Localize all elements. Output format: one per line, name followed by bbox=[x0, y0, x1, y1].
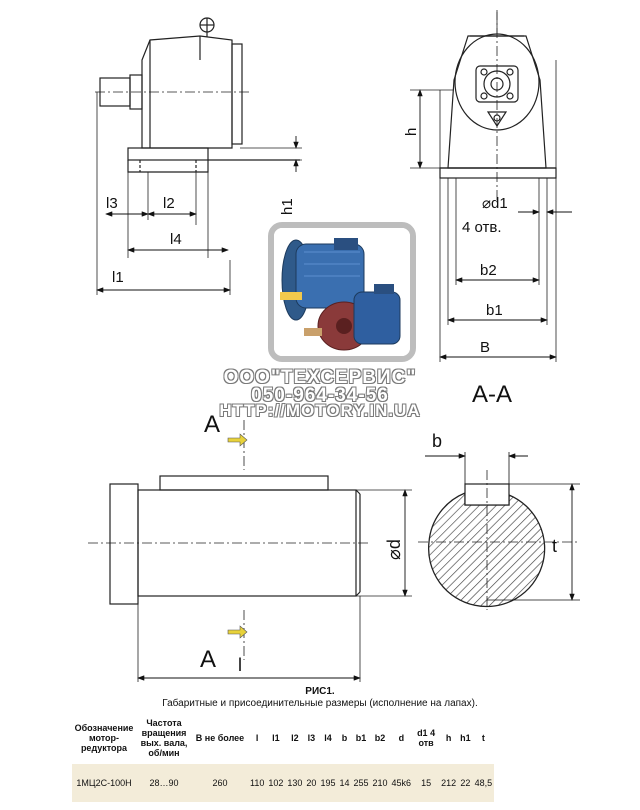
col-header-speed: Частота вращения вых. вала, об/мин bbox=[140, 718, 188, 758]
table-cell: 212 bbox=[439, 764, 459, 802]
col-header-l4: l4 bbox=[324, 733, 332, 743]
col-header-l2: l2 bbox=[291, 733, 299, 743]
col-header-l: l bbox=[255, 733, 259, 743]
section-arrow-bottom bbox=[227, 625, 248, 639]
figure-caption: Габаритные и присоединительные размеры (… bbox=[162, 698, 478, 709]
end-dimension-lines bbox=[417, 89, 572, 360]
table-cell: 255 bbox=[351, 764, 371, 802]
table-cell: 28…90 bbox=[136, 764, 192, 802]
section-label-AA: A-A bbox=[472, 381, 512, 408]
side-view bbox=[95, 17, 302, 295]
dim-label-h: h bbox=[403, 128, 420, 136]
shaft-dimension-lines bbox=[137, 489, 408, 681]
technical-drawing: l3 l2 l4 l1 h1 bbox=[88, 10, 580, 682]
col-header-t: t bbox=[481, 733, 485, 743]
col-header-d1: d1 4 отв bbox=[417, 728, 436, 748]
dim-label-l3: l3 bbox=[106, 195, 118, 212]
dim-label-holes: 4 отв. bbox=[462, 219, 502, 236]
dim-label-B: B bbox=[480, 339, 490, 356]
dim-label-t: t bbox=[552, 536, 557, 556]
table-cell: 48,5 bbox=[472, 764, 495, 802]
figure-number: РИС1. bbox=[305, 686, 335, 697]
col-header-designation: Обозначение мотор-редуктора bbox=[74, 723, 134, 753]
table-cell: 45k6 bbox=[389, 764, 414, 802]
table-cell: 22 bbox=[458, 764, 473, 802]
col-header-l3: l3 bbox=[307, 733, 316, 743]
dimensions-table: Обозначение мотор-редуктора Частота вращ… bbox=[72, 712, 495, 802]
watermark-url: HTTP://MOTORY.IN.UA bbox=[219, 401, 421, 420]
table-cell: 210 bbox=[370, 764, 390, 802]
dim-label-b: b bbox=[432, 431, 442, 451]
shaft-section bbox=[418, 452, 580, 610]
table-cell: 15 bbox=[413, 764, 440, 802]
end-view bbox=[410, 10, 557, 362]
table-cell: 110 bbox=[248, 764, 267, 802]
side-dimension-lines bbox=[96, 136, 299, 293]
table-cell: 14 bbox=[337, 764, 352, 802]
col-header-h1: h1 bbox=[460, 733, 471, 743]
section-mark-A-top: A bbox=[204, 411, 220, 438]
section-dimension-lines bbox=[425, 453, 575, 601]
col-header-b: b bbox=[341, 733, 348, 743]
table-cell: 260 bbox=[192, 764, 248, 802]
table-cell: 102 bbox=[266, 764, 286, 802]
dim-label-b2: b2 bbox=[480, 262, 497, 279]
col-header-h: h bbox=[445, 733, 452, 743]
dim-label-d1: ⌀d1 bbox=[482, 195, 508, 212]
dim-label-l1: l1 bbox=[112, 269, 124, 286]
dim-label-l2: l2 bbox=[163, 195, 175, 212]
dim-label-l4: l4 bbox=[170, 231, 182, 248]
col-header-b1: b1 bbox=[355, 733, 367, 743]
table-cell: 1МЦ2С-100Н bbox=[72, 764, 136, 802]
section-arrow-top bbox=[227, 433, 248, 447]
table-cell: 20 bbox=[304, 764, 319, 802]
col-header-d: d bbox=[398, 733, 405, 743]
table-cell: 195 bbox=[318, 764, 338, 802]
shaft-view bbox=[88, 420, 412, 682]
dim-label-l: l bbox=[238, 655, 242, 675]
dim-label-d: ⌀d bbox=[384, 539, 404, 560]
col-header-B: B не более bbox=[195, 733, 245, 743]
col-header-b2: b2 bbox=[374, 733, 386, 743]
col-header-l1: l1 bbox=[272, 733, 280, 743]
product-photo bbox=[268, 222, 416, 362]
motor-reducer-illustration bbox=[274, 228, 410, 356]
section-mark-A-bottom: A bbox=[200, 646, 216, 673]
dim-label-b1: b1 bbox=[486, 302, 503, 319]
table-cell: 130 bbox=[285, 764, 305, 802]
watermark-phone: 050-964-34-56 bbox=[251, 385, 389, 406]
watermark-company: ООО"ТЕХСЕРВИС" bbox=[223, 367, 417, 388]
table-row: 1МЦ2С-100Н 28…90 260 110 102 130 20 195 … bbox=[72, 764, 495, 802]
dim-label-h1: h1 bbox=[279, 198, 296, 215]
table-header-row: Обозначение мотор-редуктора Частота вращ… bbox=[72, 712, 494, 764]
